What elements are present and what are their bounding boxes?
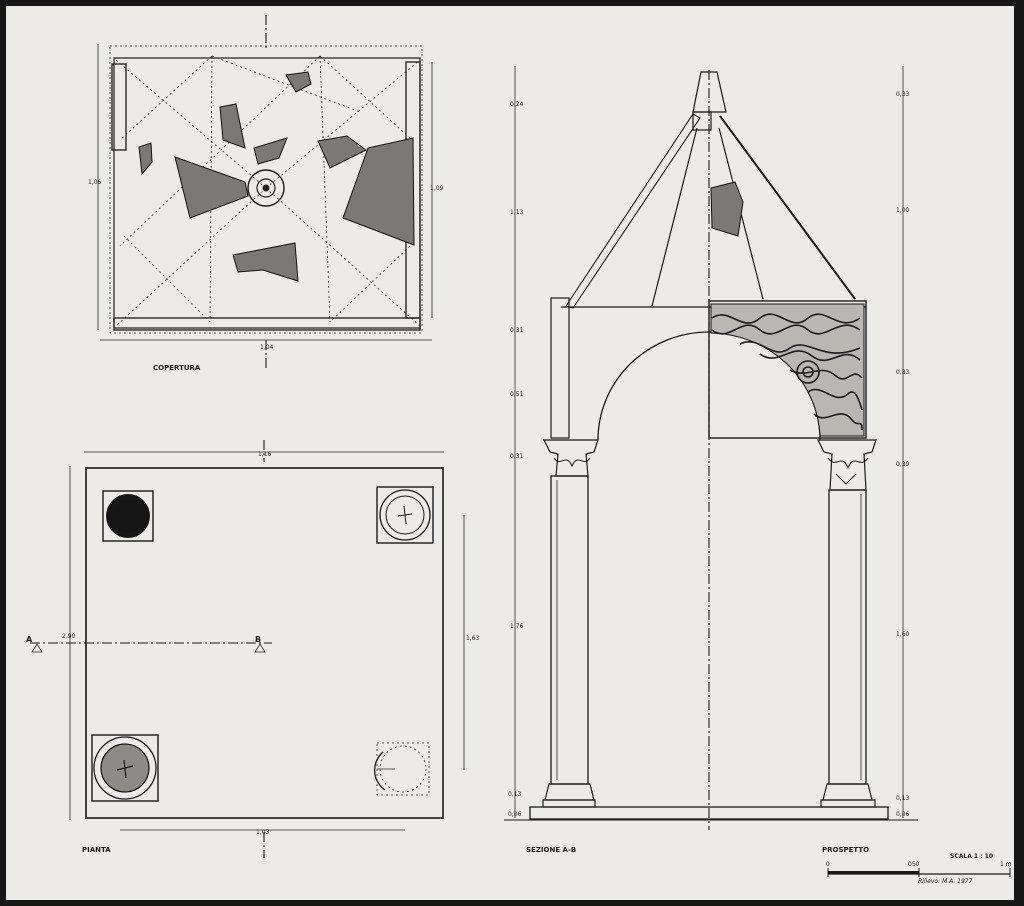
sezione-label: SEZIONE A-B (526, 846, 576, 854)
drawing-sheet: 1,04 1,06 1,09 COPERTURA A B 2,90 1,16 (6, 6, 1014, 900)
pianta-top-dim: 1,16 (258, 451, 272, 458)
pianta-label: PIANTA (82, 846, 111, 854)
prospetto-dim-5: 1,60 (896, 631, 910, 638)
pianta-bottom-dim: 1,03 (256, 829, 270, 836)
copertura-height-right-dim: 1,09 (430, 185, 444, 192)
section-mark-b: B (255, 635, 261, 644)
copertura-label: COPERTURA (153, 364, 201, 372)
prospetto-dim-3: 0,83 (896, 369, 910, 376)
architectural-drawing: 1,04 1,06 1,09 COPERTURA A B 2,90 1,16 (26, 15, 1012, 885)
section-dim-7: 0,13 (508, 791, 522, 798)
pianta-right-dim: 1,63 (466, 635, 480, 642)
pianta-plan (30, 440, 465, 858)
scale-bar (827, 868, 1011, 877)
copertura-width-dim: 1,04 (260, 344, 274, 351)
section-dim-8: 0,06 (508, 811, 522, 818)
scale-start: 0 (826, 861, 830, 868)
section-dim-3: 0,31 (510, 327, 524, 334)
scale-mid: 050 (908, 861, 920, 868)
interlace-ornament (710, 303, 865, 437)
prospetto-dim-1: 0,33 (896, 91, 910, 98)
section-dim-5: 0,31 (510, 453, 524, 460)
copertura-height-left-dim: 1,06 (88, 179, 102, 186)
section-dim-4: 0,51 (510, 391, 524, 398)
section-mark-a: A (26, 635, 33, 644)
ciborium-elevation (504, 66, 918, 830)
scale-label: SCALA 1 : 10 (950, 853, 993, 860)
prospetto-dim-6: 0,13 (896, 795, 910, 802)
section-dim-1: 0,24 (510, 101, 524, 108)
signature: Rilievo: M.A. 1977 (918, 878, 973, 885)
prospetto-dim-2: 1,00 (896, 207, 910, 214)
section-dim-6: 1,76 (510, 623, 524, 630)
pianta-section-dim: 2,90 (62, 633, 76, 640)
section-dim-2: 1,13 (510, 209, 524, 216)
prospetto-label: PROSPETTO (822, 846, 869, 854)
prospetto-dim-7: 0,06 (896, 811, 910, 818)
scale-end: 1 m (1000, 861, 1012, 868)
prospetto-dim-4: 0,39 (896, 461, 910, 468)
copertura-plan (97, 15, 433, 368)
